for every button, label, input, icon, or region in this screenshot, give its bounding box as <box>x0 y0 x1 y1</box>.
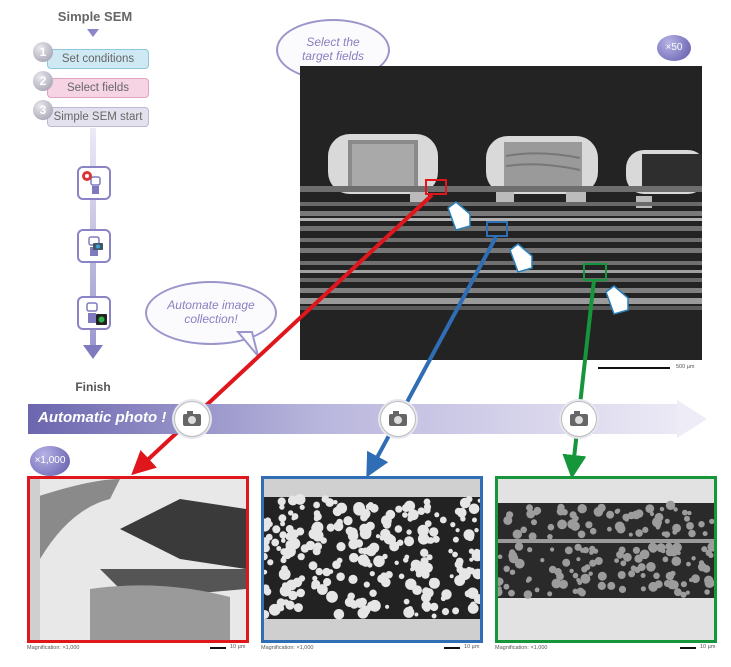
selection-box-red[interactable] <box>425 179 447 195</box>
main-scale-bar <box>598 367 670 369</box>
main-sem-image <box>300 66 702 360</box>
step-set-conditions: Set conditions <box>47 49 149 69</box>
magnification-badge-x50: ×50 <box>657 35 691 61</box>
automate-collection-bubble: Automate image collection! <box>145 281 277 345</box>
selection-box-blue[interactable] <box>486 221 508 237</box>
hand-pointer-icon <box>447 201 471 231</box>
step-label: Set conditions <box>61 53 135 65</box>
panel-scale-bar <box>680 647 696 649</box>
title-down-arrow-icon <box>87 29 99 37</box>
hand-pointer-icon <box>509 243 533 273</box>
bubble-line: Automate image <box>167 298 255 312</box>
component-middle <box>486 136 598 194</box>
step-label: Simple SEM start <box>53 111 143 123</box>
step-select-fields: Select fields <box>47 78 149 98</box>
component-left <box>328 134 438 194</box>
detail-panel-red <box>27 476 249 643</box>
panel-scale-label: 10 µm <box>464 644 480 650</box>
bubble-tail-icon <box>236 331 259 357</box>
camera-icon <box>561 401 597 437</box>
magnification-badge-x1000: ×1,000 <box>30 446 70 476</box>
step-number-3: 3 <box>33 100 53 120</box>
automatic-photo-label: Automatic photo ! <box>38 409 167 426</box>
panel-scale-label: 10 µm <box>230 644 246 650</box>
detail-panel-green <box>495 476 717 643</box>
step-number-1: 1 <box>33 42 53 62</box>
panel-caption: Magnification: ×1,000 <box>27 645 80 651</box>
component-right <box>626 150 702 194</box>
finish-label: Finish <box>75 380 111 394</box>
panel-caption: Magnification: ×1,000 <box>261 645 314 651</box>
main-scale-label: 500 µm <box>676 364 695 370</box>
camera-icon <box>174 401 210 437</box>
bubble-line: target fields <box>301 49 365 63</box>
finish-down-arrow-icon <box>83 345 103 359</box>
workflow-title: Simple SEM <box>57 9 133 24</box>
robot-icon <box>77 166 111 200</box>
robot-photo-icon <box>77 296 111 330</box>
robot-camera-icon <box>77 229 111 263</box>
camera-icon <box>380 401 416 437</box>
panel-scale-bar <box>210 647 226 649</box>
green-connector-arrow <box>562 279 596 479</box>
band-arrow-tip-icon <box>677 400 707 438</box>
bubble-line: collection! <box>184 312 238 326</box>
detail-panel-blue <box>261 476 483 643</box>
step-label: Select fields <box>66 82 129 94</box>
step-number-2: 2 <box>33 71 53 91</box>
panel-scale-bar <box>444 647 460 649</box>
panel-caption: Magnification: ×1,000 <box>495 645 548 651</box>
panel-scale-label: 10 µm <box>700 644 716 650</box>
hand-pointer-icon <box>605 285 629 315</box>
bubble-line: Select the <box>306 35 360 49</box>
selection-box-green[interactable] <box>583 263 607 281</box>
